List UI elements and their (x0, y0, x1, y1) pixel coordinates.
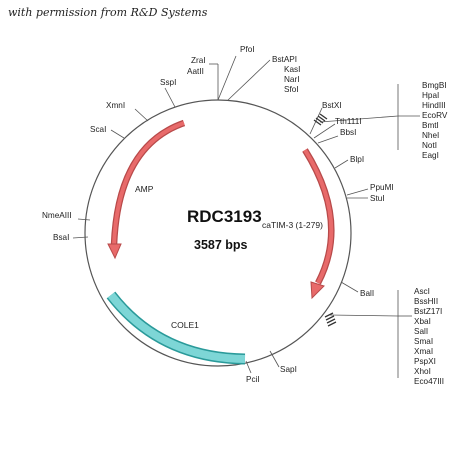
mcs-bottom-item: XmaI (414, 347, 433, 356)
insert-arrowhead (310, 281, 325, 300)
plasmid-size: 3587 bps (194, 238, 248, 252)
site-bsal: BsaI (53, 233, 69, 242)
mcs-top-item: NotI (422, 141, 437, 150)
plasmid-name: RDC3193 (187, 207, 262, 226)
site-kasl: KasI (284, 65, 300, 74)
plasmid-backbone (84, 99, 352, 367)
mcs-bottom-item: PspXI (414, 357, 436, 366)
site-bstxi: BstXI (322, 101, 342, 110)
mcs-bottom-item: BstZ17I (414, 307, 442, 316)
site-nmeaiii: NmeAIII (42, 211, 72, 220)
site-leader-lines (72, 55, 420, 378)
mcs-bottom-item: SmaI (414, 337, 433, 346)
mcs-bottom-item: XbaI (414, 317, 431, 326)
amp-label: AMP (135, 184, 154, 194)
mcs-bottom-item: XhoI (414, 367, 431, 376)
site-sapl: SapI (280, 365, 297, 374)
mcs-bottom-item: SalI (414, 327, 428, 336)
site-sspl: SspI (160, 78, 176, 87)
mcs-top-list: BmgBI HpaI HindIII EcoRV BmtI NheI NotI … (422, 81, 448, 160)
amp-feature-arrow-fill (112, 121, 185, 246)
site-ppumi: PpuMI (370, 183, 394, 192)
site-pfol: PfoI (240, 45, 255, 54)
site-sfol: SfoI (284, 85, 299, 94)
mcs-top-item: EagI (422, 151, 439, 160)
mcs-top-item: HindIII (422, 101, 446, 110)
mcs-bottom-item: Eco47III (414, 377, 444, 386)
site-bstapi: BstAPI (272, 55, 297, 64)
mcs-bottom-item: BssHII (414, 297, 438, 306)
site-stul: StuI (370, 194, 385, 203)
site-narl: NarI (284, 75, 299, 84)
site-xmnl: XmnI (106, 101, 125, 110)
mcs-top-item: EcoRV (422, 111, 448, 120)
site-zral: ZraI (191, 56, 206, 65)
cole1-label: COLE1 (171, 320, 199, 330)
site-scal: ScaI (90, 125, 106, 134)
site-aatll: AatII (187, 67, 204, 76)
mcs-hatch-bottom (324, 312, 337, 327)
site-blpl: BlpI (350, 155, 364, 164)
site-bbsl: BbsI (340, 128, 356, 137)
site-ball: BalI (360, 289, 374, 298)
insert-feature-arrow-fill (303, 148, 334, 284)
mcs-bottom-list: AscI BssHII BstZ17I XbaI SalI SmaI XmaI … (414, 287, 444, 386)
mcs-top-item: HpaI (422, 91, 439, 100)
amp-arrowhead (107, 243, 122, 260)
mcs-bottom-item: AscI (414, 287, 430, 296)
mcs-hatch-top (313, 113, 328, 126)
site-tth111i: Tth111I (335, 117, 362, 126)
credit-text: with permission from R&D Systems (8, 6, 208, 19)
insert-label: caTIM-3 (1-279) (262, 220, 323, 230)
site-pcil: PciI (246, 375, 260, 384)
cole1-feature-arc-fill (107, 292, 246, 363)
mcs-top-item: BmtI (422, 121, 439, 130)
mcs-top-item: NheI (422, 131, 439, 140)
mcs-top-item: BmgBI (422, 81, 447, 90)
